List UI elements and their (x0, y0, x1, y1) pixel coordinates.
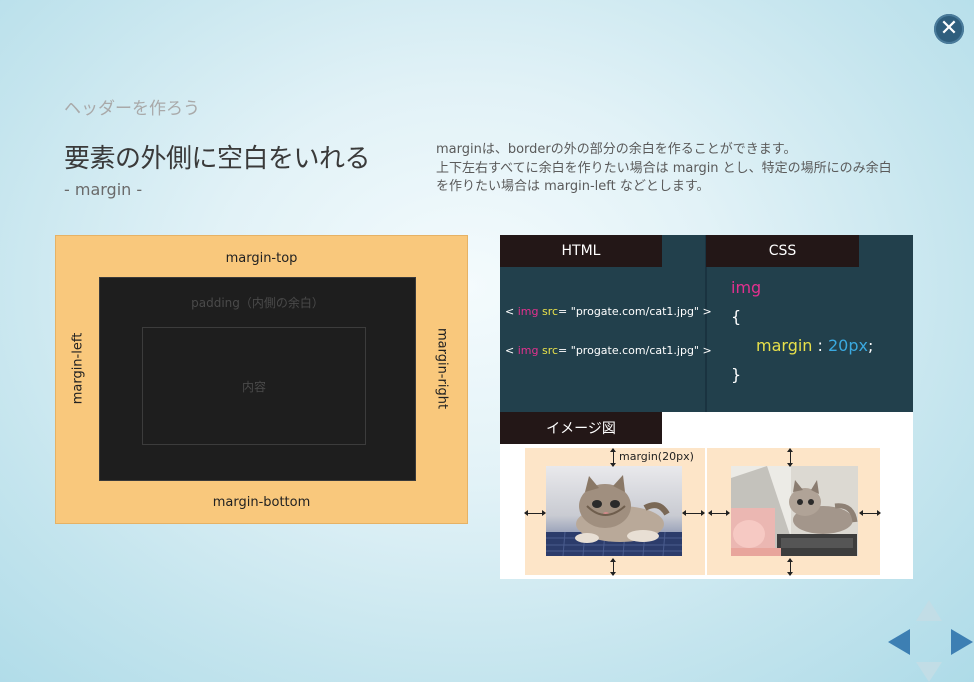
image-panel: イメージ図 (500, 412, 913, 579)
css-semicolon: ; (867, 336, 874, 355)
cat-by-laptop-photo (731, 466, 858, 556)
css-close-brace: } (731, 365, 742, 384)
margin-area-1 (525, 448, 705, 575)
css-declaration: margin : 20px; (756, 336, 873, 355)
html-code-line: < img src= "progate.com/cat1.jpg" > (505, 344, 712, 357)
css-colon: : (812, 336, 828, 355)
css-open-brace: { (731, 307, 742, 326)
code-attr-value: = "progate.com/cat1.jpg" > (558, 305, 712, 318)
close-icon: ✕ (939, 16, 959, 41)
code-attr-value: = "progate.com/cat1.jpg" > (558, 344, 712, 357)
code-attr: src (541, 344, 559, 357)
html-code-line: < img src= "progate.com/cat1.jpg" > (505, 305, 712, 318)
margin-arrow-top (787, 448, 793, 467)
description-line: 上下左右すべてに余白を作りたい場合は margin とし、特定の場所にのみ余白 (436, 160, 892, 176)
code-divider (705, 235, 707, 412)
code-tag: img (517, 344, 539, 357)
margin-note: margin(20px) (619, 450, 694, 463)
margin-area-2 (707, 448, 880, 575)
box-model-margin-area: margin-top margin-left margin-right padd… (55, 235, 468, 524)
html-tab: HTML (500, 235, 662, 267)
margin-arrow-bottom (787, 558, 793, 576)
css-value: 20px (828, 336, 868, 355)
code-tag: img (517, 305, 539, 318)
prev-arrow-icon[interactable] (888, 629, 910, 655)
box-model-content-area: 内容 (142, 327, 366, 445)
nav-up-arrow-icon[interactable] (916, 600, 942, 621)
nav-down-arrow-icon[interactable] (916, 662, 942, 682)
css-selector: img (731, 278, 762, 297)
margin-bottom-label: margin-bottom (212, 495, 311, 510)
description-line: marginは、borderの外の部分の余白を作ることができます。 (436, 142, 797, 157)
margin-right-label: margin-right (434, 327, 450, 410)
close-button[interactable]: ✕ (934, 14, 964, 44)
css-tab: CSS (706, 235, 859, 267)
box-model-padding-area: padding（内側の余白） 内容 (99, 277, 416, 481)
image-tab: イメージ図 (500, 412, 662, 444)
margin-arrow-left (708, 510, 730, 516)
code-bracket: < (505, 305, 518, 318)
next-arrow-icon[interactable] (951, 629, 973, 655)
slide-subtitle: - margin - (64, 180, 143, 199)
code-attr: src (541, 305, 559, 318)
slide-title: 要素の外側に空白をいれる (64, 144, 371, 174)
margin-left-label: margin-left (70, 332, 86, 405)
description-line: を作りたい場合は margin-left などとします。 (436, 179, 710, 194)
margin-arrow-left (524, 510, 546, 516)
padding-label: padding（内側の余白） (191, 296, 324, 310)
slide-description: marginは、borderの外の部分の余白を作ることができます。 上下左右すべ… (436, 141, 926, 197)
css-property: margin (756, 336, 813, 355)
cat-on-keyboard-photo (546, 466, 682, 557)
margin-top-label: margin-top (225, 251, 298, 266)
section-label: ヘッダーを作ろう (64, 99, 200, 119)
code-panel: HTML CSS < img src= "progate.com/cat1.jp… (500, 235, 913, 412)
margin-arrow-bottom (610, 558, 616, 576)
margin-arrow-right (682, 510, 705, 516)
margin-arrow-top (610, 448, 616, 467)
code-bracket: < (505, 344, 518, 357)
content-label: 内容 (241, 380, 266, 394)
margin-arrow-right (859, 510, 881, 516)
